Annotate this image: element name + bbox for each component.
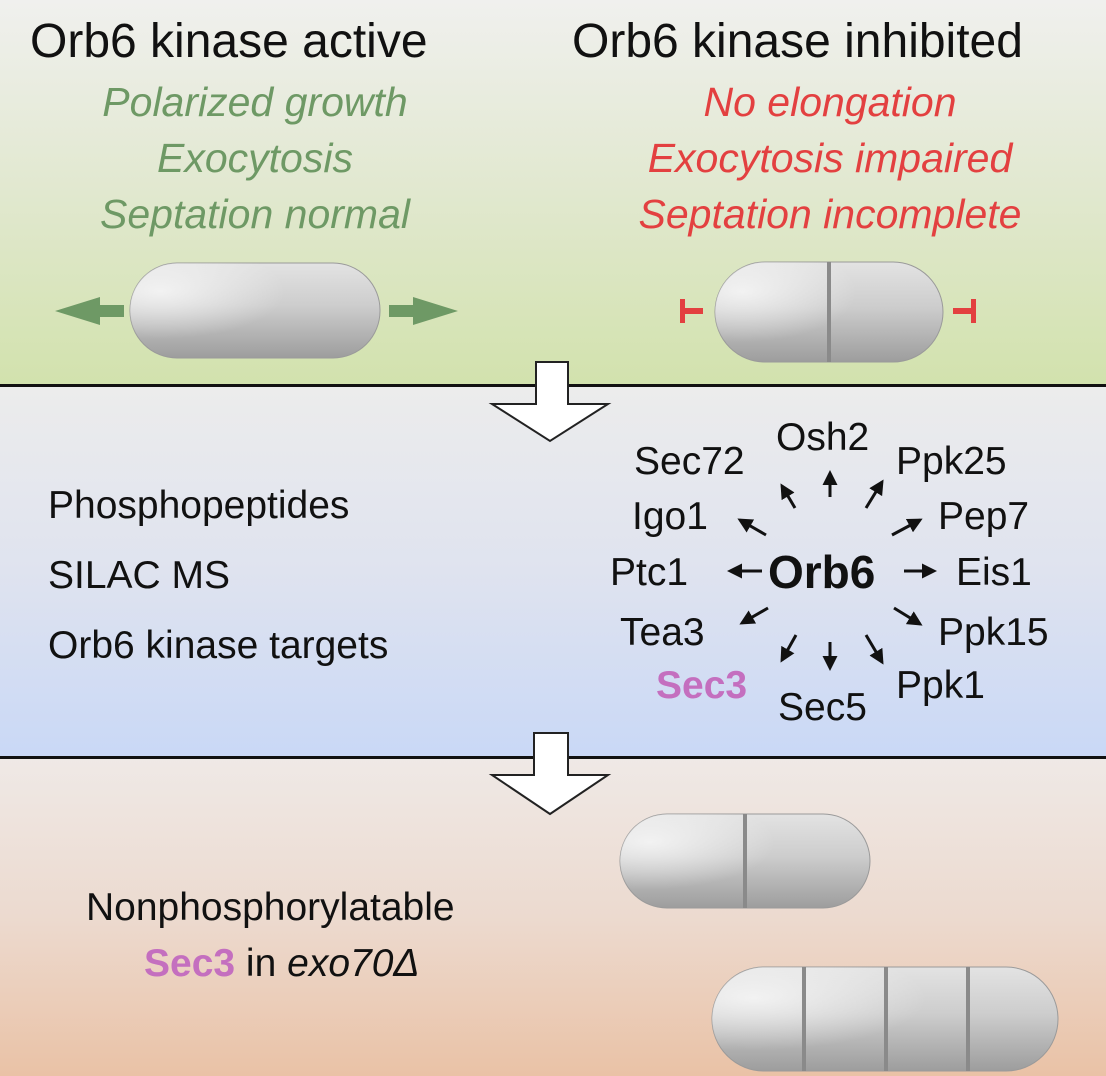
cell-inhibited [714,261,944,363]
method-silac-ms: SILAC MS [48,554,231,597]
cell-single-septum [619,813,871,909]
arrow-to-sec3 [780,634,798,663]
target-sec72: Sec72 [634,440,745,483]
arrow-to-ppk1 [864,634,884,665]
bottom-mutant: exo70Δ [287,942,420,985]
bottom-sec3: Sec3 [144,942,236,985]
phenotype-active-2: Exocytosis [157,135,353,181]
heading-active: Orb6 kinase active [30,15,428,68]
block-bar-right [953,299,976,323]
target-osh2: Osh2 [776,416,870,459]
bottom-in: in [235,942,288,985]
target-pep7: Pep7 [938,495,1030,538]
arrow-to-ppk25 [864,479,884,509]
phenotype-inhibited-3: Septation incomplete [638,191,1022,237]
arrow-to-pep7 [891,518,923,537]
arrow-to-ppk15 [893,606,923,626]
phenotype-inhibited-2: Exocytosis impaired [647,135,1013,181]
phenotype-inhibited-1: No elongation [703,79,957,125]
arrow-to-igo1 [737,518,767,537]
target-ppk1: Ppk1 [896,664,985,707]
arrow-to-tea3 [739,606,769,625]
growth-arrow-right [389,297,458,325]
cell-polarized [129,262,381,359]
phenotype-active-3: Septation normal [100,191,410,237]
bottom-line-2: Sec3 in exo70Δ [144,944,420,983]
target-ppk25: Ppk25 [896,440,1007,483]
target-igo1: Igo1 [632,495,708,538]
method-phosphopeptides: Phosphopeptides [48,484,350,527]
target-ppk15: Ppk15 [938,611,1049,654]
bottom-line-1: Nonphosphorylatable [86,886,455,929]
block-bar-left [680,299,703,323]
arrow-to-sec72 [780,483,797,509]
phenotype-active-1: Polarized growth [102,79,408,125]
hub-orb6: Orb6 [768,546,876,598]
target-sec5: Sec5 [778,686,867,729]
flow-arrow-1 [488,361,612,443]
method-kinase-targets: Orb6 kinase targets [48,624,389,667]
target-ptc1: Ptc1 [610,551,689,594]
target-tea3: Tea3 [620,611,705,654]
heading-inhibited: Orb6 kinase inhibited [572,15,1023,68]
target-eis1: Eis1 [956,551,1032,594]
flow-arrow-2 [488,732,612,816]
growth-arrow-left [55,297,124,325]
cell-multi-septa [711,966,1059,1072]
target-sec3: Sec3 [656,664,748,707]
